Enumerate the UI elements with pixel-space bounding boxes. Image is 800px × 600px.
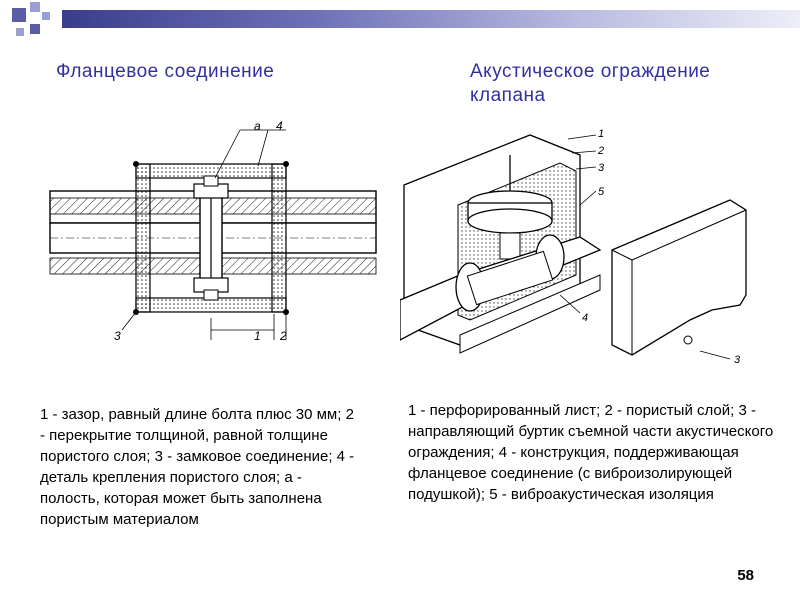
leader-lines [559,134,731,360]
flange-connection-drawing: а 4 3 1 2 [49,119,377,343]
caption-acoustic-enclosure: 1 - перфорированный лист; 2 - пористый с… [408,402,774,503]
label-3: 3 [598,162,605,174]
caption-flange-connection: 1 - зазор, равный длине болта плюс 30 мм… [40,406,355,528]
label-5: 5 [598,186,605,198]
label-3: 3 [114,329,121,343]
valve [467,155,553,260]
label-1: 1 [598,128,604,140]
label-2: 2 [597,145,604,157]
label-4: 4 [582,312,588,324]
label-2: 2 [279,329,287,343]
pipe-through-box [400,234,602,341]
removable-cover [611,199,747,356]
label-3-cover: 3 [734,354,741,366]
porous-casing [133,161,289,315]
label-a: а [254,119,261,133]
top-gradient-bar [62,10,800,28]
valve-acoustic-enclosure-drawing: 1 2 3 5 4 3 [400,128,747,366]
flange-bolts [193,175,229,301]
title-valve-acoustic-enclosure: Акустическое ограждение клапана [470,61,711,106]
page-number: 58 [737,567,754,584]
label-1: 1 [254,329,261,343]
dimension-lines [121,129,287,340]
label-4: 4 [276,119,283,133]
corner-decoration [0,0,60,44]
title-flange-connection: Фланцевое соединение [56,61,275,82]
